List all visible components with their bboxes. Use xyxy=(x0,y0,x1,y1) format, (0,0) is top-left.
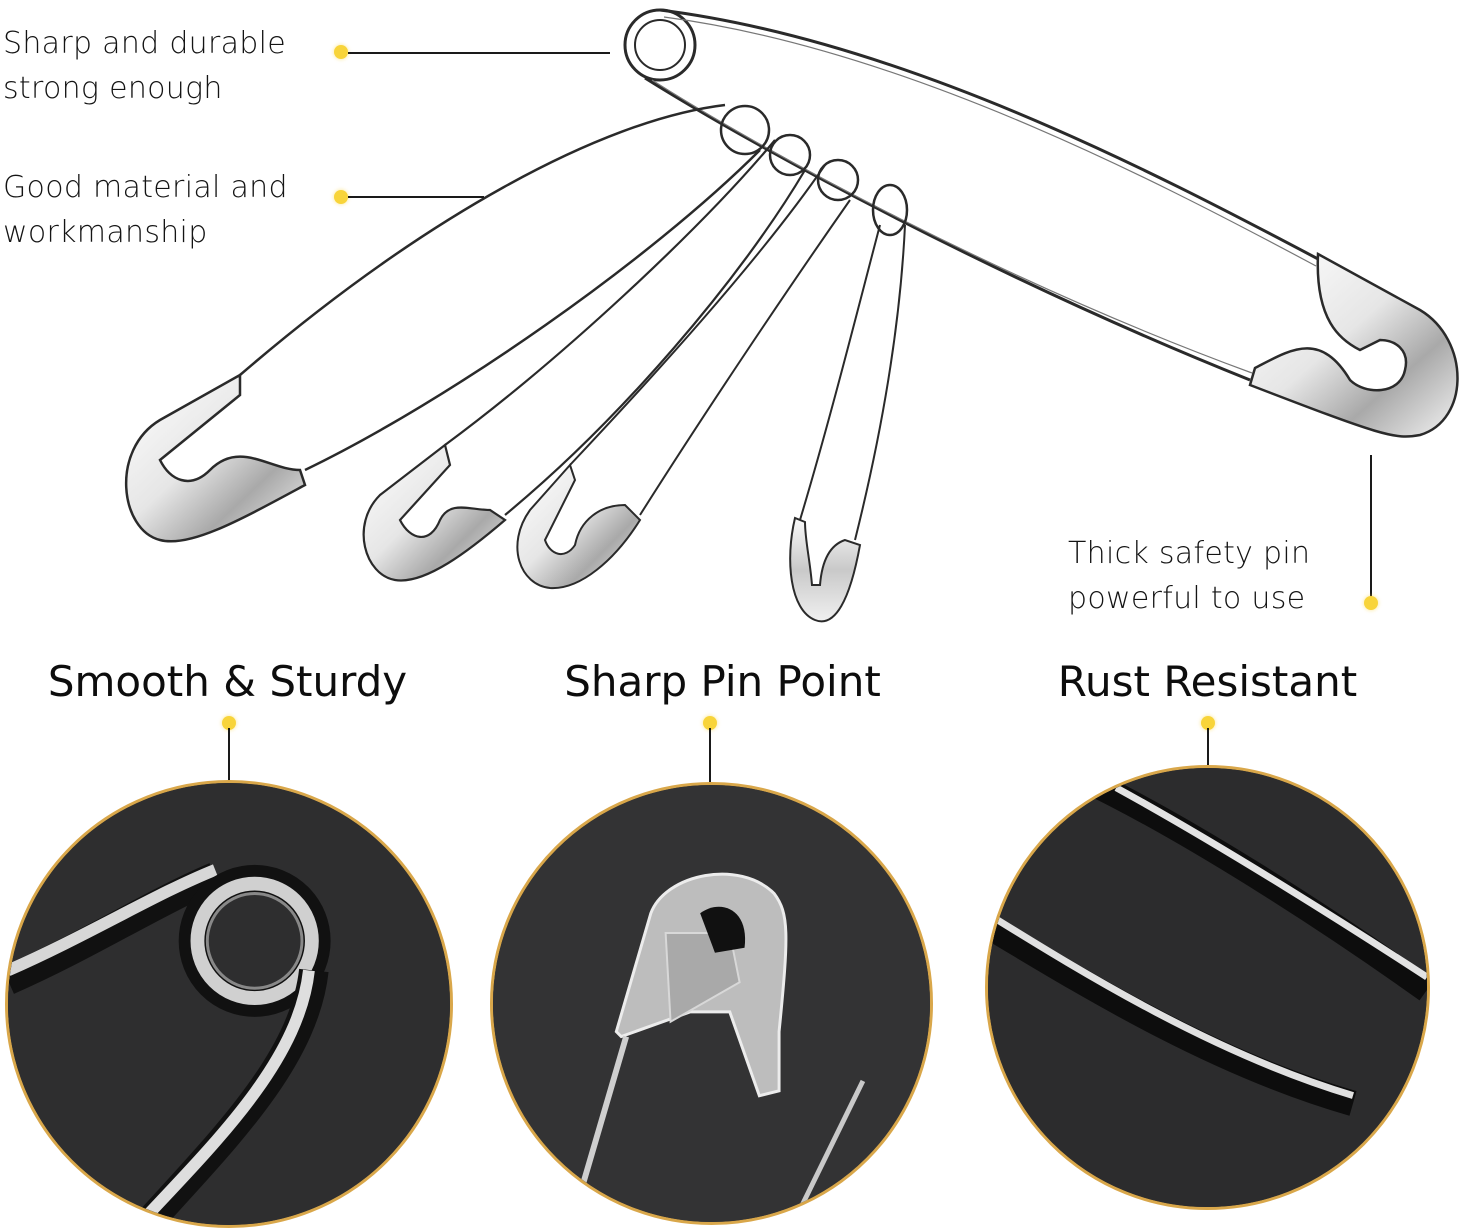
large-safety-pin xyxy=(623,8,1459,438)
callout-thick-pin: Thick safety pin powerful to use xyxy=(1068,536,1311,616)
feature-dot-3 xyxy=(1201,716,1215,730)
feature-image-coil-closeup xyxy=(5,780,453,1228)
feature-image-wire-closeup xyxy=(985,765,1430,1210)
callout-line-1 xyxy=(348,52,610,54)
small-safety-pin-3 xyxy=(516,158,860,590)
small-safety-pin-4 xyxy=(789,183,909,623)
feature-title-rust-resistant: Rust Resistant xyxy=(1057,657,1358,706)
callout-dot-2 xyxy=(334,190,348,204)
feature-line-3 xyxy=(1207,728,1209,782)
small-safety-pin-1 xyxy=(125,103,771,543)
callout-line-3 xyxy=(1370,455,1372,597)
feature-title-smooth-sturdy: Smooth & Sturdy xyxy=(47,657,408,706)
callout-dot-1 xyxy=(334,45,348,59)
feature-line-1 xyxy=(228,728,230,782)
callout-good-material: Good material and workmanship xyxy=(3,170,288,250)
feature-image-clasp-closeup xyxy=(490,782,933,1225)
callout-dot-3 xyxy=(1364,596,1378,610)
small-safety-pin-2 xyxy=(362,133,812,582)
feature-line-2 xyxy=(709,728,711,782)
callout-sharp-durable: Sharp and durable strong enough xyxy=(3,26,287,106)
callout-line-2 xyxy=(348,196,484,198)
feature-dot-2 xyxy=(703,716,717,730)
feature-dot-1 xyxy=(222,716,236,730)
safety-pins-illustration xyxy=(125,8,1459,623)
feature-title-sharp-pin-point: Sharp Pin Point xyxy=(564,657,881,706)
